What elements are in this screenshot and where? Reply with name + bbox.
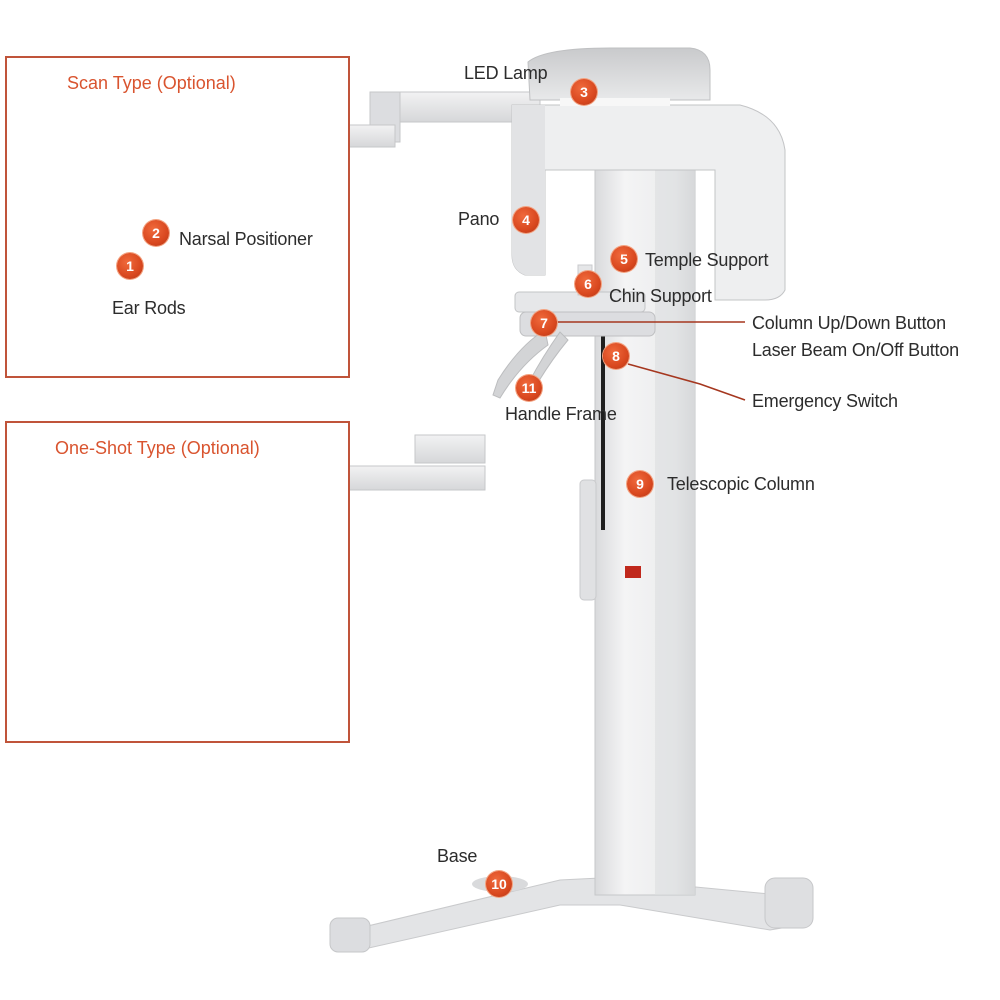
- label-chin-support: Chin Support: [609, 286, 712, 306]
- label-base: Base: [437, 846, 478, 866]
- callout-badge-11: 11: [516, 375, 542, 401]
- label-column-up-down-button: Column Up/Down Button: [752, 313, 946, 333]
- leader-lines: [556, 321, 746, 401]
- callout-badge-1: 1: [117, 253, 143, 279]
- callout-badge-7: 7: [531, 310, 557, 336]
- base-shape: [329, 876, 814, 953]
- callout-badge-3: 3: [571, 79, 597, 105]
- scan-type-title: Scan Type (Optional): [67, 73, 236, 93]
- callout-badge-10: 10: [486, 871, 512, 897]
- label-temple-support: Temple Support: [645, 250, 769, 270]
- one-shot-type-title: One-Shot Type (Optional): [55, 438, 260, 458]
- label-led-lamp: LED Lamp: [464, 63, 548, 83]
- label-pano: Pano: [458, 209, 500, 229]
- label-telescopic-column: Telescopic Column: [667, 474, 815, 494]
- callout-badge-5: 5: [611, 246, 637, 272]
- callout-badge-6: 6: [575, 271, 601, 297]
- one-shot-type-inset: [5, 421, 350, 743]
- label-handle-frame: Handle Frame: [505, 404, 617, 424]
- callout-badge-8: 8: [603, 343, 629, 369]
- label-ear-rods: Ear Rods: [112, 298, 186, 318]
- scan-type-inset: [5, 56, 350, 378]
- callout-badge-4: 4: [513, 207, 539, 233]
- callout-badge-9: 9: [627, 471, 653, 497]
- callout-badge-2: 2: [143, 220, 169, 246]
- telescopic-column-shape: [579, 134, 696, 896]
- label-laser-beam-button: Laser Beam On/Off Button: [752, 340, 959, 360]
- label-narsal-positioner: Narsal Positioner: [179, 229, 313, 249]
- label-emergency-switch: Emergency Switch: [752, 391, 898, 411]
